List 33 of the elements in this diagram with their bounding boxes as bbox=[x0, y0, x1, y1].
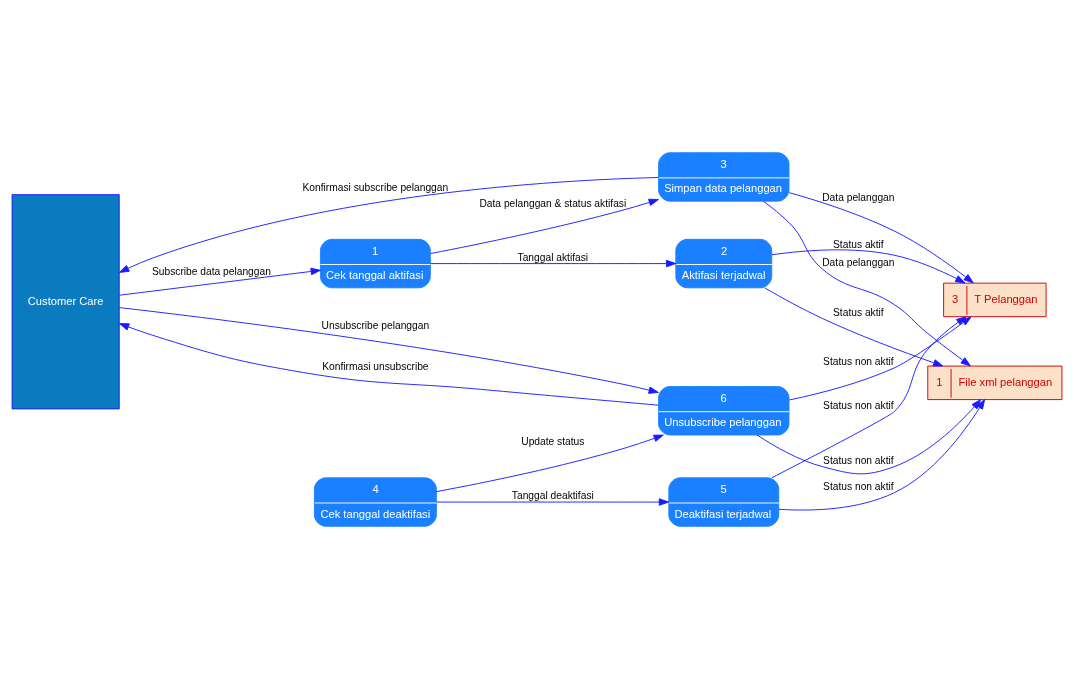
edge-label: Konfirmasi subscribe pelanggan bbox=[302, 181, 449, 193]
arrow bbox=[119, 177, 659, 273]
arrow bbox=[118, 307, 659, 394]
arrow bbox=[778, 399, 986, 511]
edge-label: Status non aktif bbox=[823, 355, 894, 367]
arrow bbox=[430, 198, 659, 254]
edge-label: Data pelanggan bbox=[822, 191, 895, 203]
edge-label: Data pelanggan bbox=[822, 257, 895, 269]
arrow bbox=[756, 399, 982, 475]
edge-label: Unsubscribe pelanggan bbox=[321, 319, 430, 331]
edge-label: Status non aktif bbox=[823, 454, 894, 466]
edge-label: Status non aktif bbox=[823, 399, 894, 411]
edge-label: Tanggal aktifasi bbox=[517, 251, 589, 263]
arrow bbox=[771, 249, 966, 284]
arrow bbox=[436, 434, 664, 493]
node-box: Customer Care bbox=[11, 194, 120, 410]
arrow bbox=[119, 267, 321, 296]
edge-label: Status aktif bbox=[833, 238, 884, 250]
arrow bbox=[764, 287, 944, 367]
edge-label: Status aktif bbox=[833, 306, 884, 318]
arrow bbox=[430, 259, 677, 268]
edge-label: Konfirmasi unsubscribe bbox=[322, 360, 429, 372]
edge-label: Tanggal deaktifasi bbox=[511, 490, 594, 502]
edge-label: Status non aktif bbox=[823, 480, 894, 492]
arrow bbox=[771, 316, 967, 479]
arrow bbox=[119, 323, 659, 406]
arrow bbox=[788, 192, 974, 284]
arrow bbox=[788, 316, 972, 401]
arrow bbox=[762, 200, 971, 367]
arrow bbox=[436, 498, 670, 506]
edge-label: Data pelanggan & status aktifasi bbox=[479, 197, 627, 209]
edge-label: Update status bbox=[521, 436, 585, 448]
edge-label: Subscribe data pelanggan bbox=[151, 265, 271, 277]
